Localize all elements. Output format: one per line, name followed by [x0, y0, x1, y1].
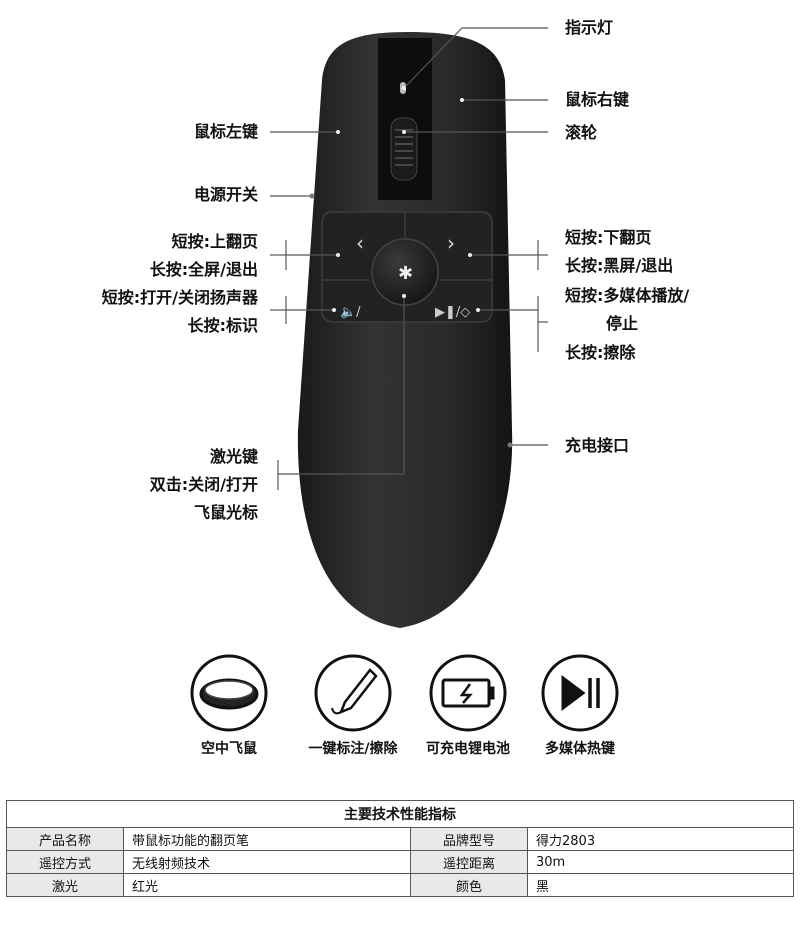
- page-up-icon: ‹: [356, 231, 364, 255]
- spec-value: 黑: [527, 873, 794, 897]
- page-down-icon: ›: [447, 231, 455, 255]
- spec-value: 红光: [123, 873, 411, 897]
- label-left-click: 鼠标左键: [193, 122, 258, 141]
- label-right-click: 鼠标右键: [565, 90, 630, 109]
- spec-key: 遥控距离: [410, 850, 528, 874]
- spec-value: 无线射频技术: [123, 850, 411, 874]
- spec-table: 主要技术性能指标 产品名称 带鼠标功能的翻页笔 品牌型号 得力2803 遥控方式…: [6, 800, 794, 897]
- pen-icon: [314, 654, 392, 732]
- feature-label-pen: 一键标注/擦除: [308, 741, 398, 757]
- spec-key: 颜色: [410, 873, 528, 897]
- label-laser-3: 飞鼠光标: [193, 503, 258, 522]
- speaker-icon: 🔈/: [340, 305, 361, 320]
- laser-button: [371, 238, 439, 306]
- spec-value: 带鼠标功能的翻页笔: [123, 827, 411, 851]
- laser-star-icon: ✱: [398, 263, 413, 284]
- label-media-long: 长按:擦除: [565, 343, 636, 362]
- mouse-icon: [190, 654, 268, 732]
- label-power-switch: 电源开关: [193, 185, 258, 204]
- label-left-short: 短按:上翻页: [171, 232, 258, 251]
- label-indicator-light: 指示灯: [565, 18, 614, 37]
- label-right-short: 短按:下翻页: [565, 228, 652, 247]
- label-laser-1: 激光键: [209, 447, 258, 466]
- label-media-short-2: 停止: [606, 314, 639, 333]
- table-row: 遥控方式 无线射频技术 遥控距离 30m: [6, 850, 794, 874]
- label-vol-long: 长按:标识: [187, 316, 258, 335]
- play-erase-icon: ▶❚/◇: [435, 305, 470, 320]
- leader-lines: [270, 27, 548, 490]
- feature-label-battery: 可充电锂电池: [426, 741, 510, 757]
- label-vol-short: 短按:打开/关闭扬声器: [101, 288, 258, 307]
- feature-label-mouse: 空中飞鼠: [201, 741, 257, 757]
- spec-key: 产品名称: [6, 827, 124, 851]
- spec-key: 品牌型号: [410, 827, 528, 851]
- spec-value: 得力2803: [527, 827, 794, 851]
- label-left-long: 长按:全屏/退出: [149, 260, 258, 279]
- label-right-long: 长按:黑屏/退出: [565, 256, 674, 275]
- spec-key: 遥控方式: [6, 850, 124, 874]
- label-laser-2: 双击:关闭/打开: [149, 475, 258, 494]
- scroll-wheel: [390, 117, 418, 181]
- table-row: 产品名称 带鼠标功能的翻页笔 品牌型号 得力2803: [6, 827, 794, 851]
- spec-title: 主要技术性能指标: [6, 800, 794, 828]
- spec-value: 30m: [527, 850, 794, 874]
- feature-label-media: 多媒体热键: [545, 741, 615, 757]
- remote-body: [297, 32, 513, 628]
- label-scroll-wheel: 滚轮: [565, 123, 598, 142]
- presenter-diagram: ‹ › 🔈/ ▶❚/◇ ✱: [190, 27, 619, 732]
- label-charge-port: 充电接口: [565, 436, 630, 455]
- battery-charge-icon: [429, 654, 507, 732]
- spec-key: 激光: [6, 873, 124, 897]
- table-row: 激光 红光 颜色 黑: [6, 873, 794, 897]
- play-pause-icon: [541, 654, 619, 732]
- leader-dots: [332, 86, 480, 312]
- label-media-short-1: 短按:多媒体播放/: [565, 286, 690, 305]
